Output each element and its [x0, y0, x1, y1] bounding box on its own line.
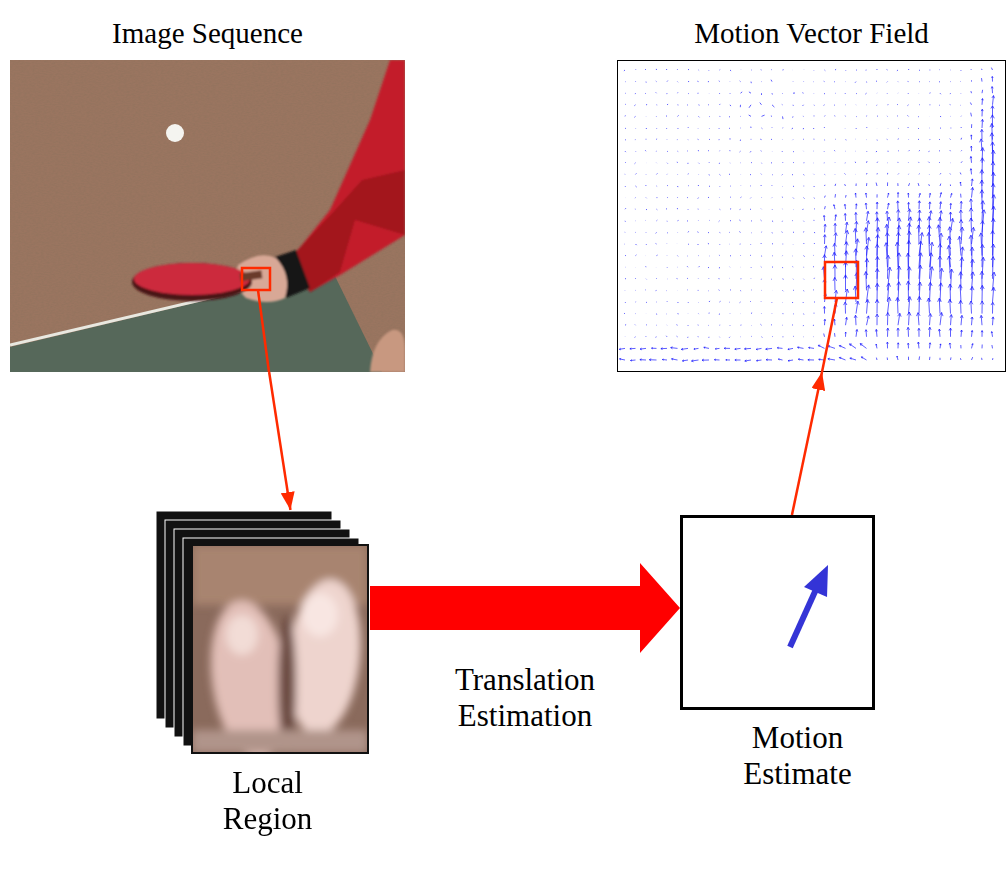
panel-label: Local Region: [193, 765, 343, 836]
red-arrow: [792, 372, 822, 515]
node-shape: [10, 60, 405, 372]
edge-label: Translation Estimation: [420, 662, 630, 733]
vector-arrows: [619, 68, 995, 362]
motion-arrow: [790, 585, 818, 647]
node-shape: [155, 510, 370, 755]
region-marker: [242, 268, 270, 290]
player: [132, 60, 405, 372]
node-shape: [617, 60, 1006, 372]
wall: [10, 60, 405, 372]
region-marker: [825, 262, 858, 298]
image-panel: Image Sequence: [10, 17, 405, 372]
vector-arrow: [619, 68, 995, 362]
front-frame: [192, 545, 368, 755]
estimate-box: [680, 515, 875, 710]
vector-field-panel: Motion Vector Field: [617, 17, 1006, 372]
motion-arrowhead: [804, 565, 828, 597]
photo-illustration: [10, 60, 405, 372]
panel-heading: Image Sequence: [10, 17, 405, 50]
block-arrow: [370, 563, 680, 653]
ball: [166, 124, 184, 142]
panel-label: Motion Estimate: [703, 720, 893, 791]
local-region-stack: Local Region: [155, 510, 370, 836]
red-arrow: [269, 372, 290, 510]
frame-stack: [155, 510, 370, 755]
leader-line: [822, 298, 837, 372]
field-frame: [618, 61, 1006, 372]
node-shape: [680, 515, 875, 710]
wall-texture: [10, 60, 405, 372]
vector-field-illustration: [617, 60, 1006, 372]
panel-heading: Motion Vector Field: [617, 17, 1006, 50]
estimate-box: Motion Estimate: [680, 515, 875, 791]
leader-line: [258, 290, 269, 372]
